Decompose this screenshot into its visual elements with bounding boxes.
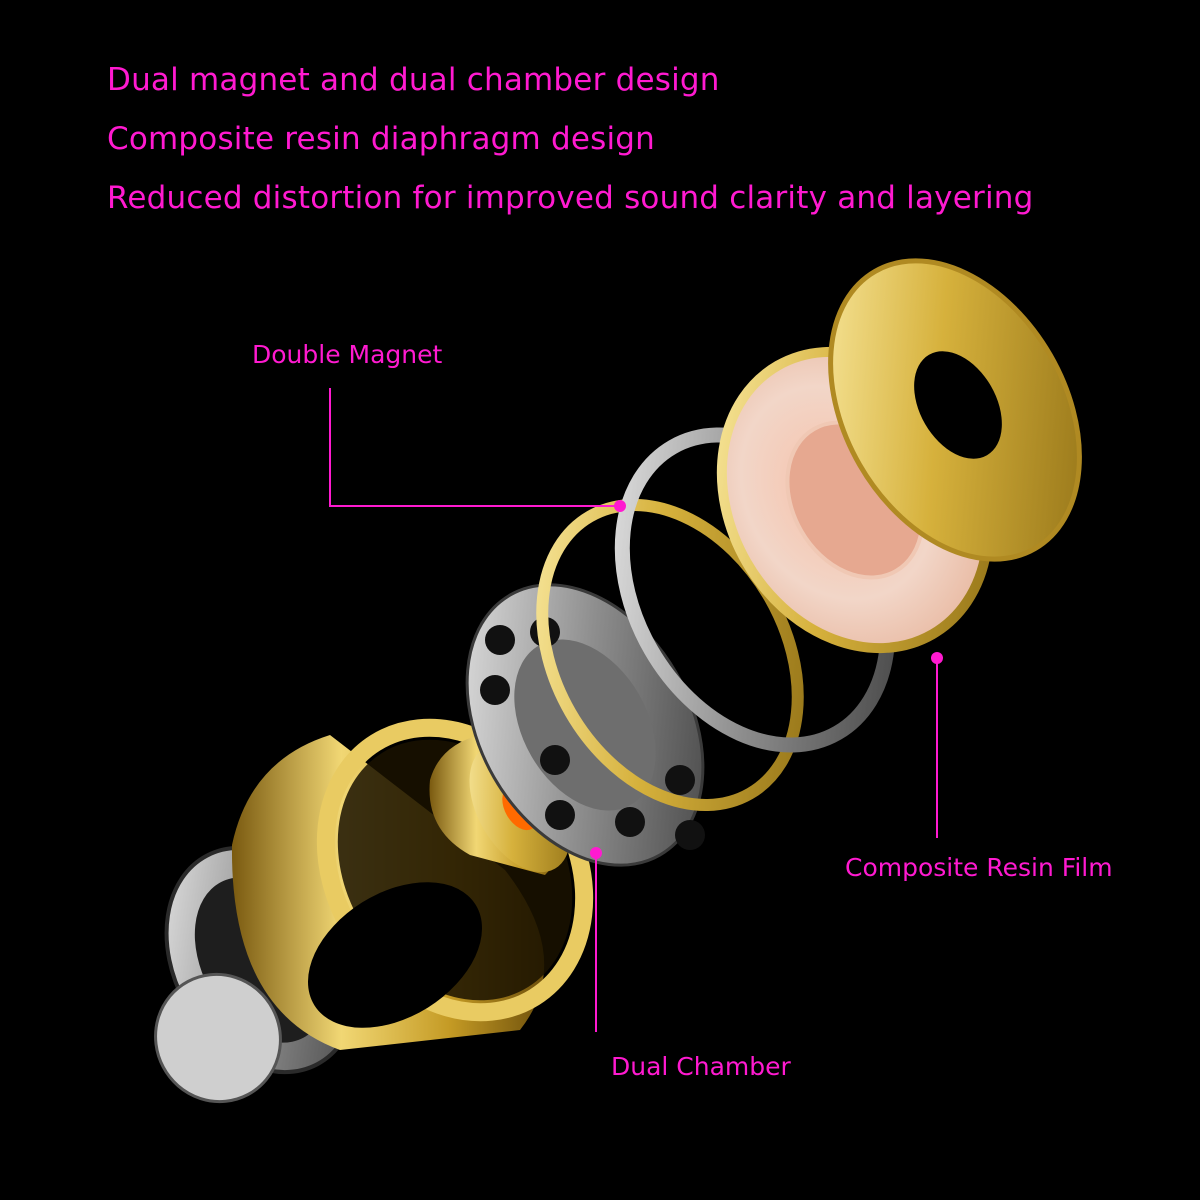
- label-composite-resin-film: Composite Resin Film: [845, 853, 1113, 882]
- headline-3: Reduced distortion for improved sound cl…: [107, 180, 1034, 216]
- callout-dots: [590, 500, 943, 859]
- label-double-magnet: Double Magnet: [252, 340, 443, 369]
- headline-2: Composite resin diaphragm design: [107, 121, 656, 157]
- callout-lines: [329, 388, 938, 1032]
- front-washer: [828, 258, 1082, 562]
- label-dual-chamber: Dual Chamber: [611, 1052, 791, 1081]
- headline-1: Dual magnet and dual chamber design: [107, 62, 720, 98]
